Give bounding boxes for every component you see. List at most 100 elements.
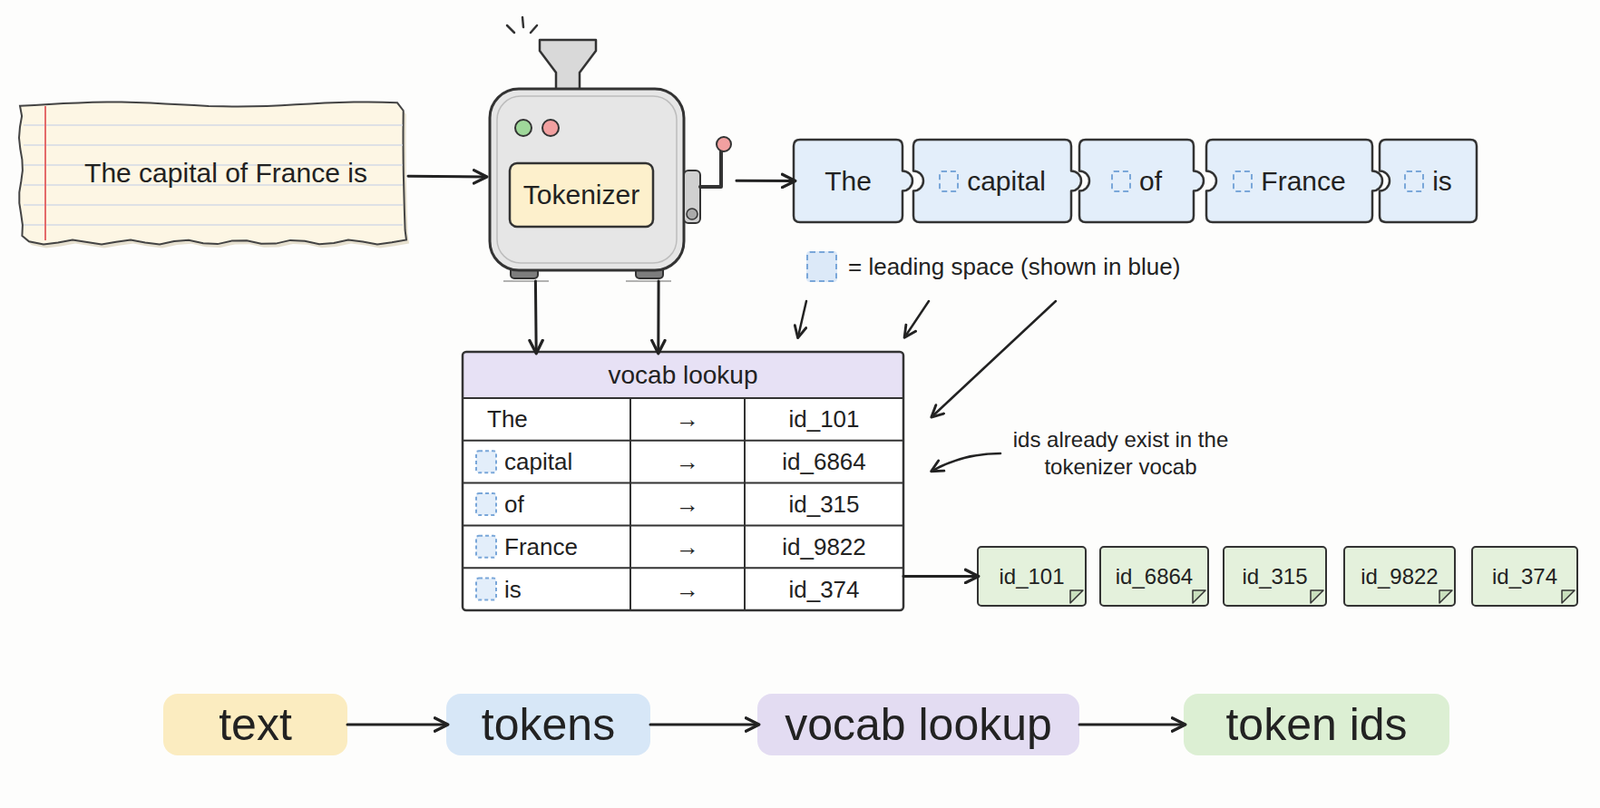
space-marker [476,578,497,601]
text-holder: capital [913,139,1072,223]
text-holder: France [1206,139,1373,223]
token-text: of [1139,165,1162,197]
space-marker [1404,170,1425,193]
space-marker [476,450,497,473]
space-marker [476,493,497,516]
piece-outline [1079,139,1204,223]
token-id: id_101 [998,564,1064,590]
table-cell: capital [504,445,627,479]
token-id-card: id_315 [1222,546,1327,607]
token-piece: of [1079,139,1194,223]
header-fill [463,352,903,399]
text-holder: Tokenizer [509,163,654,227]
table-border [462,351,904,611]
grid-line [462,439,904,442]
pipeline-step: token ids [1183,693,1450,756]
flow-arrow [408,175,486,179]
token-text: France [1260,165,1346,197]
step-text: vocab lookup [784,698,1053,752]
token-text: capital [966,165,1046,197]
margin-line [44,106,47,241]
red-button [542,119,559,137]
text-holder: tokens [446,693,651,756]
text-holder: vocab lookup [757,693,1080,756]
green-button [515,119,532,137]
grid-line [462,397,904,400]
piece-outline [913,139,1082,223]
space-marker [1111,170,1132,193]
table-cell: id_374 [744,573,904,606]
piece-outline [793,139,913,223]
flow-arrow [903,575,977,578]
token-id: id_6864 [1115,564,1193,590]
table-cell: The [487,402,610,436]
leader-arrow [905,301,929,337]
machine-inner [497,96,677,264]
table-cell: id_6864 [744,445,904,479]
ground-mark [503,280,549,283]
token-id-card: id_101 [976,546,1087,607]
grid-line [462,566,904,569]
text-holder: The capital of France is [54,101,398,245]
grid-line [462,482,904,485]
space-marker [938,170,959,193]
grid-line [629,398,632,611]
token-piece: The [793,139,903,223]
space-marker [476,536,497,558]
paper-sheet [19,102,407,245]
folded-corner [1561,590,1575,604]
table-cell: id_9822 [744,530,904,564]
folded-corner [1439,590,1453,604]
table-cell: id_315 [744,487,904,521]
text-holder: id_315 [1224,547,1326,605]
table-cell: is [504,573,627,606]
step-text: text [218,698,293,752]
node-shape [1079,139,1194,223]
sparkle [507,25,515,33]
flow-arrow [347,723,447,727]
token-id-card: id_374 [1471,546,1579,607]
token-id-card: id_6864 [1099,546,1210,607]
folded-corner [1070,590,1083,604]
text-holder: of [1079,139,1194,223]
flow-arrow [736,179,794,183]
crank-arm [700,150,722,187]
crank-hub [683,170,701,224]
step-text: token ids [1225,698,1407,752]
sparkle [530,25,537,33]
token-id: id_315 [1241,564,1308,590]
legend-text: = leading space (shown in blue) [848,251,1181,283]
annotation-note: ids already exist in the tokenizer vocab [1004,426,1237,481]
crank-knob [716,136,732,152]
token-text: is [1432,165,1453,197]
vocab-table: vocab lookup [462,351,904,611]
grid-line [462,524,904,527]
text-holder: The [793,139,903,223]
text-holder: vocab lookup [462,351,904,399]
table-arrow: → [630,402,745,436]
ruled-line [23,124,403,127]
text-holder: id_6864 [1101,547,1208,605]
token-id-card: id_9822 [1343,546,1456,607]
funnel [539,39,596,91]
folded-corner [1192,590,1206,604]
crank-bolt [686,208,698,220]
text-holder: id_374 [1473,547,1577,605]
table-fill [462,351,904,611]
flow-arrow [650,723,758,727]
pipeline-step: text [163,693,348,756]
ruled-line [23,204,403,206]
text-holder: is [1379,139,1477,223]
piece-outline [1206,139,1383,223]
leader-arrow [932,301,1056,417]
node-shape [462,351,904,611]
ruled-line [23,224,403,226]
flow-arrow [656,281,660,352]
node-shape [1379,139,1477,223]
token-id: id_9822 [1360,564,1438,590]
ground-mark [625,280,672,283]
pipeline-step: tokens [446,693,651,756]
step-text: tokens [481,698,615,752]
legend-swatch [806,251,838,283]
token-piece: capital [913,139,1072,223]
